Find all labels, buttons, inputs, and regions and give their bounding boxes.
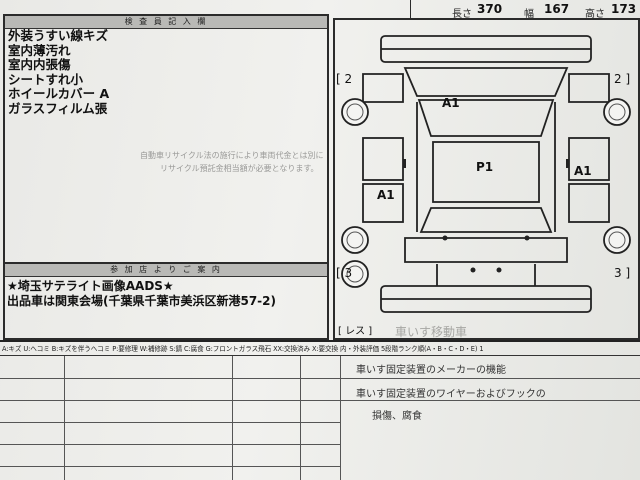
length-label: 長さ: [452, 9, 472, 20]
grid-line: [340, 356, 341, 480]
note-line: 室内薄汚れ: [8, 42, 71, 58]
damage-mark-left: A1: [377, 188, 395, 202]
grid-line: [0, 400, 640, 401]
car-diagram: [341, 35, 631, 313]
note-line: 外装うすい線キズ: [8, 28, 109, 43]
grid-line: [0, 422, 340, 423]
bracket-rear-right: 3 ]: [614, 266, 631, 280]
bracket-front-left: [ 2: [336, 72, 353, 86]
faint-text: 自動車リサイクル法の施行により車両代金とは別に: [140, 151, 324, 160]
note-line: シートすれ小: [8, 71, 84, 87]
grid-line: [0, 444, 340, 445]
damage-mark-right: A1: [574, 164, 592, 178]
grid-line: [64, 356, 65, 480]
faint-rear-label: 車いす移動車: [395, 325, 468, 339]
width-label: 幅: [524, 9, 534, 20]
lower-right-line: 損傷、腐食: [372, 411, 422, 422]
faint-text: リサイクル預託金相当額が必要となります。: [160, 164, 319, 173]
height-value: 173: [611, 2, 637, 16]
height-label: 高さ: [585, 9, 605, 20]
bracket-rear-left: [ 3: [336, 266, 353, 280]
note-line: ホイールカバー A: [8, 86, 110, 101]
venue-line: 出品車は関東会場(千葉県千葉市美浜区新港57-2): [7, 294, 276, 308]
legend-divider: [0, 340, 640, 342]
length-value: 370: [477, 2, 503, 16]
venue-line: ★埼玉サテライト画像AADS★: [7, 279, 174, 293]
lower-right-line: 車いす固定装置のメーカーの機能: [356, 365, 506, 376]
lower-right-line: 車いす固定装置のワイヤーおよびフックの: [356, 389, 546, 400]
grid-line: [300, 356, 301, 480]
car-diagram-panel: [333, 18, 640, 340]
damage-mark-roof: A1: [442, 96, 460, 110]
legend-divider: [0, 355, 640, 356]
note-line: ガラスフィルム張: [8, 100, 108, 116]
damage-legend: A:キズ U:ヘコミ B:キズを伴うヘコミ P:要修理 W:補修跡 S:錆 C:…: [2, 345, 484, 353]
damage-mark-center: P1: [476, 160, 494, 174]
grid-line: [0, 378, 640, 379]
bracket-front-right: 2 ]: [614, 72, 631, 86]
inspector-header: 検 査 員 記 入 欄: [5, 16, 327, 29]
bracket-rear-label: [ レス ]: [338, 326, 373, 337]
inspector-notes: 外装うすい線キズ 室内薄汚れ 室内内張傷 シートすれ小 ホイールカバー A ガラ…: [8, 28, 110, 116]
note-line: 室内内張傷: [8, 57, 71, 72]
grid-line: [232, 356, 233, 480]
width-value: 167: [544, 2, 570, 16]
grid-line: [0, 466, 340, 467]
venue-box: [3, 262, 329, 340]
venue-header: 参 加 店 よ り ご 案 内: [5, 264, 327, 277]
